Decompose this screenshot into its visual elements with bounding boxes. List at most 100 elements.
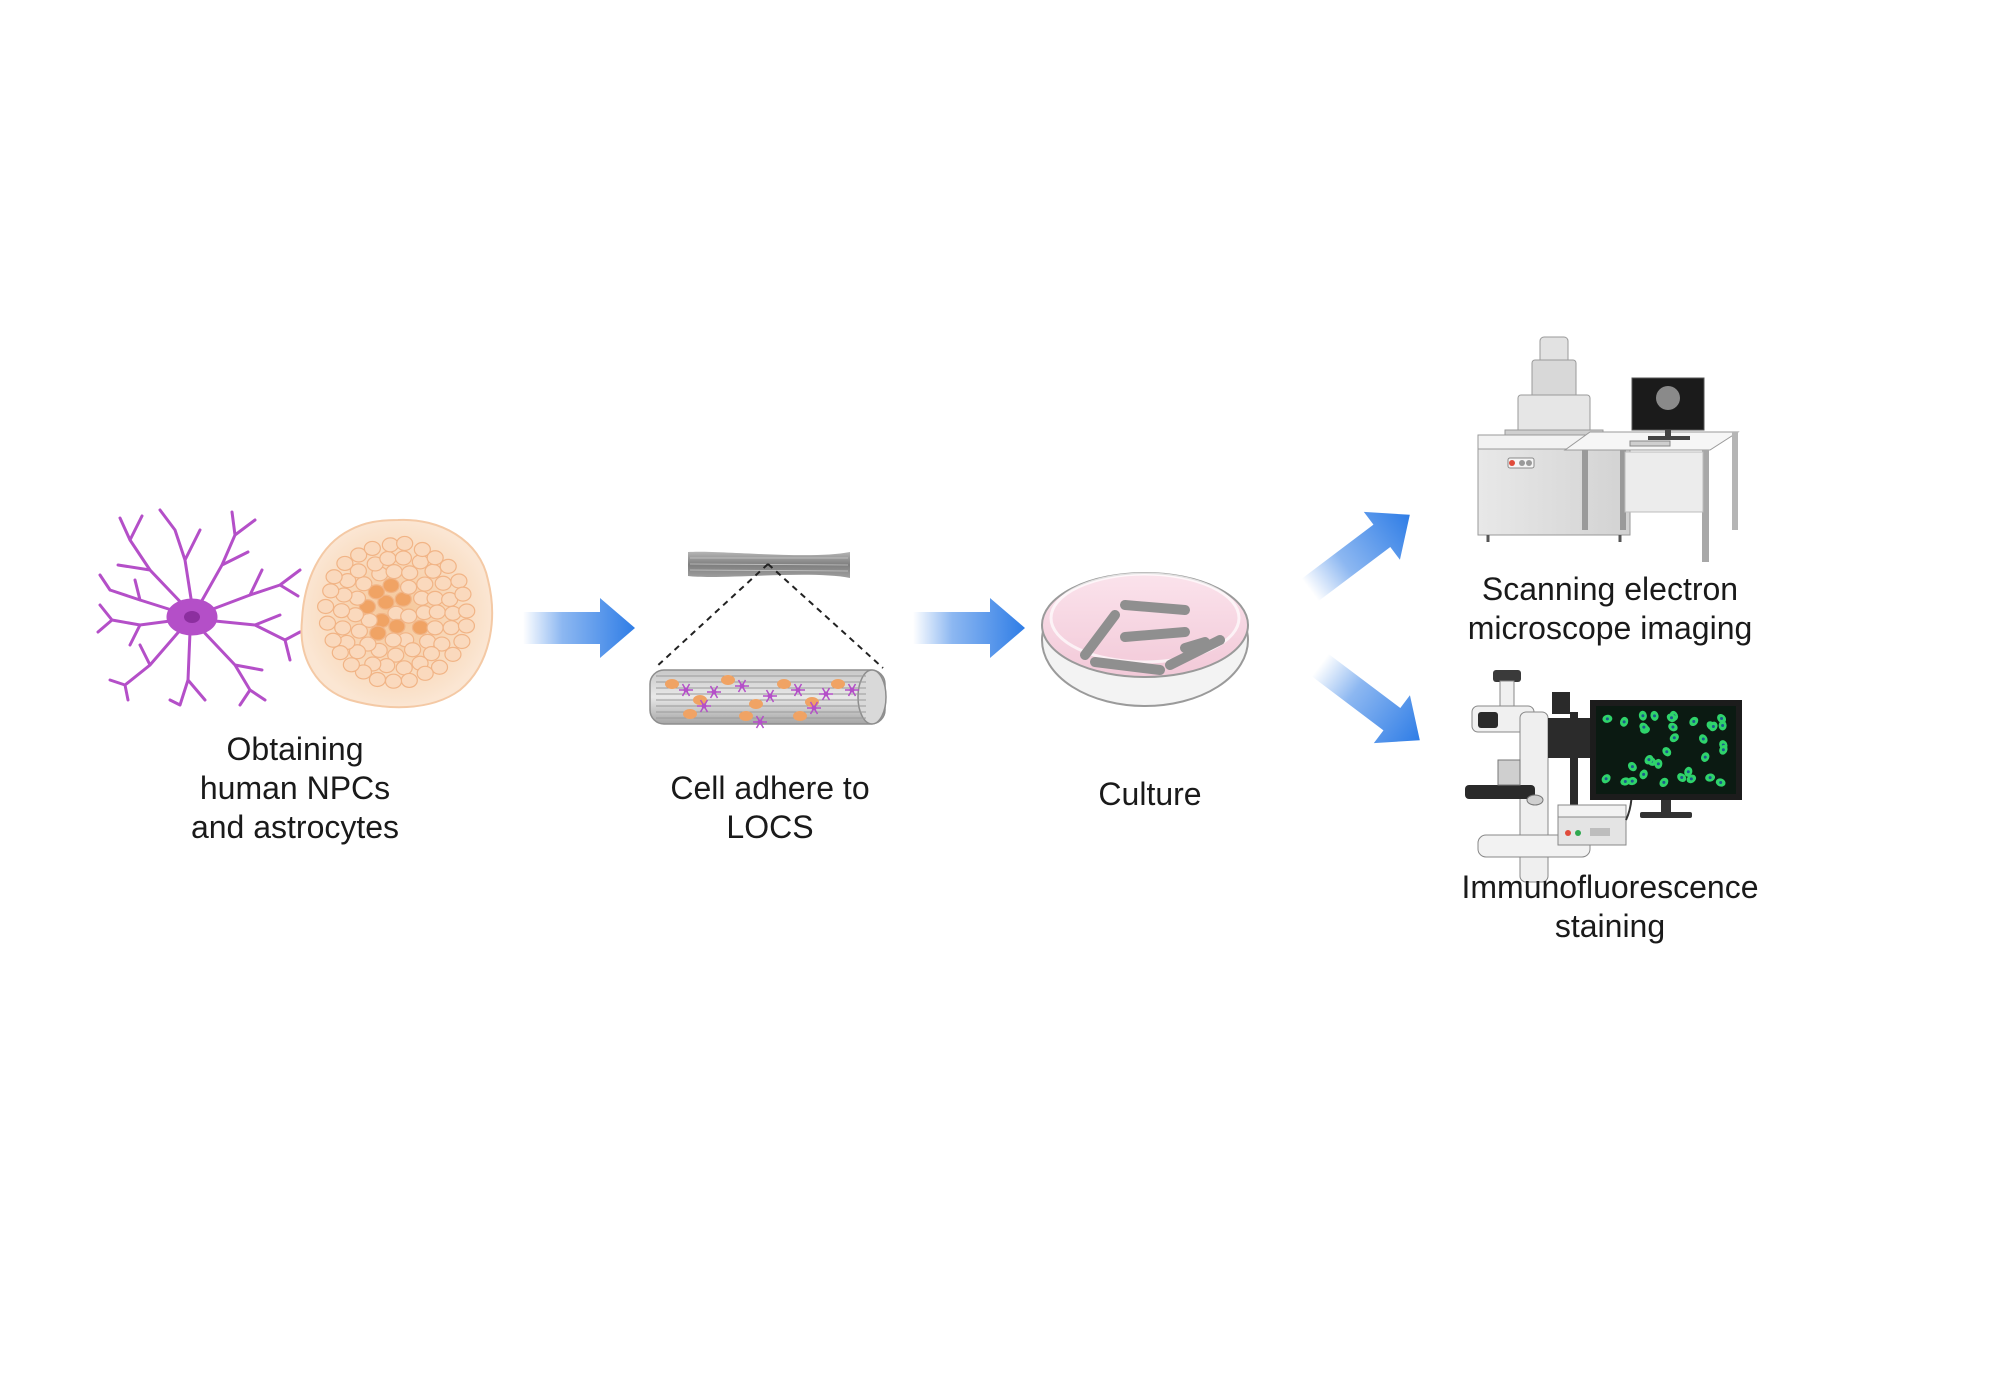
fluor-nucleus <box>1672 736 1676 740</box>
npc-cell <box>379 550 397 567</box>
npc-cell <box>458 603 476 619</box>
fluor-nucleus <box>1669 716 1673 720</box>
npc-cell <box>426 620 444 636</box>
fluor-nucleus <box>1605 717 1609 721</box>
fluor-nucleus <box>1721 724 1725 728</box>
npc-cell <box>368 671 387 688</box>
neurosphere-icon <box>300 518 494 709</box>
npc-cell <box>411 554 429 570</box>
npc-cell <box>384 632 402 648</box>
npc-cell <box>411 619 430 636</box>
fluor-nucleus <box>1656 762 1660 766</box>
label-line: Immunofluorescence <box>1461 869 1759 905</box>
npc-cell <box>382 577 400 594</box>
arrow-up <box>1301 511 1410 602</box>
npc-cell <box>416 576 434 592</box>
npc-cell <box>454 586 472 602</box>
npc-cell <box>354 664 373 680</box>
label-sem-imaging: Scanning electron microscope imaging <box>1420 570 1800 648</box>
fluor-nucleus <box>1703 755 1707 759</box>
astrocyte-cell <box>697 699 711 713</box>
label-line: Culture <box>1098 776 1202 812</box>
label-line: Obtaining <box>226 731 364 767</box>
npc-cell <box>400 579 418 595</box>
fluor-nucleus <box>1622 720 1626 724</box>
fluor-nucleus <box>1692 719 1696 723</box>
npc-cell <box>665 679 679 689</box>
npc-cell <box>439 558 457 574</box>
npc-cell <box>355 576 373 592</box>
npc-cell <box>442 620 460 636</box>
label-line: LOCS <box>726 809 814 845</box>
fluor-nucleus <box>1641 714 1645 718</box>
npc-cell <box>683 709 697 719</box>
npc-cell <box>400 672 418 689</box>
npc-cell <box>325 569 343 585</box>
label-culture: Culture <box>1040 775 1260 814</box>
npc-cell <box>394 550 413 566</box>
label-immunofluorescence: Immunofluorescence staining <box>1420 868 1800 946</box>
astrocyte-cell <box>707 685 721 699</box>
npc-cell <box>369 625 387 641</box>
npc-cell <box>426 550 444 566</box>
npc-cell <box>342 657 360 673</box>
npc-cell <box>350 547 368 563</box>
fluor-nucleus <box>1719 781 1723 785</box>
npc-cell <box>422 646 441 662</box>
arrow-down <box>1311 653 1420 744</box>
npc-cell <box>395 660 413 676</box>
npc-cell <box>413 541 431 558</box>
scaffold-fiber-icon <box>649 551 887 729</box>
astrocyte-cell <box>791 683 805 697</box>
label-line: Cell adhere to <box>670 770 870 806</box>
fluor-nucleus <box>1686 770 1690 774</box>
fluor-nucleus <box>1653 714 1657 718</box>
fluor-nucleus <box>1604 777 1608 781</box>
npc-cell <box>363 540 381 557</box>
npc-cell <box>367 584 385 600</box>
npc-cell <box>317 598 335 615</box>
astrocyte-cell <box>735 679 749 693</box>
arrow-2 <box>913 598 1025 658</box>
label-line: staining <box>1554 908 1666 944</box>
npc-cell <box>384 673 403 689</box>
npc-cell <box>396 535 414 552</box>
npc-cell <box>349 563 367 579</box>
npc-cell <box>334 620 352 636</box>
npc-cell <box>385 564 403 580</box>
npc-cell <box>350 623 368 639</box>
npc-cell <box>450 573 468 589</box>
npc-cell <box>416 665 434 681</box>
npc-cell <box>721 675 735 685</box>
label-line: and astrocytes <box>190 809 400 845</box>
npc-cell <box>428 604 446 620</box>
npc-cell <box>424 563 442 579</box>
fluor-nucleus <box>1689 777 1693 781</box>
npc-cell <box>381 537 399 553</box>
fluor-nucleus <box>1671 725 1675 729</box>
fluor-nucleus <box>1665 750 1669 754</box>
fluor-nucleus <box>1711 724 1715 728</box>
npc-cell <box>693 695 707 705</box>
npc-cell <box>444 646 462 662</box>
astrocyte-cell <box>845 683 859 697</box>
npc-cell <box>433 636 451 652</box>
npc-cell <box>831 679 845 689</box>
label-obtaining-cells: Obtaining human NPCs and astrocytes <box>140 730 450 847</box>
astrocyte-cell <box>679 683 693 697</box>
npc-cell <box>331 645 349 661</box>
npc-cell <box>457 618 476 634</box>
npc-cell <box>434 575 452 591</box>
fluor-nucleus <box>1701 737 1705 741</box>
fluor-nucleus <box>1642 772 1646 776</box>
npc-cell <box>318 615 337 631</box>
fluor-nucleus <box>1630 765 1634 769</box>
npc-cell <box>401 565 419 581</box>
fluor-nucleus <box>1623 779 1627 783</box>
arrow-1 <box>523 598 635 658</box>
npc-cell <box>322 583 340 599</box>
npc-cell <box>388 618 406 634</box>
petri-dish-icon <box>1041 572 1249 707</box>
fluorescence-microscope-icon <box>1465 670 1742 883</box>
npc-cell <box>336 555 354 572</box>
